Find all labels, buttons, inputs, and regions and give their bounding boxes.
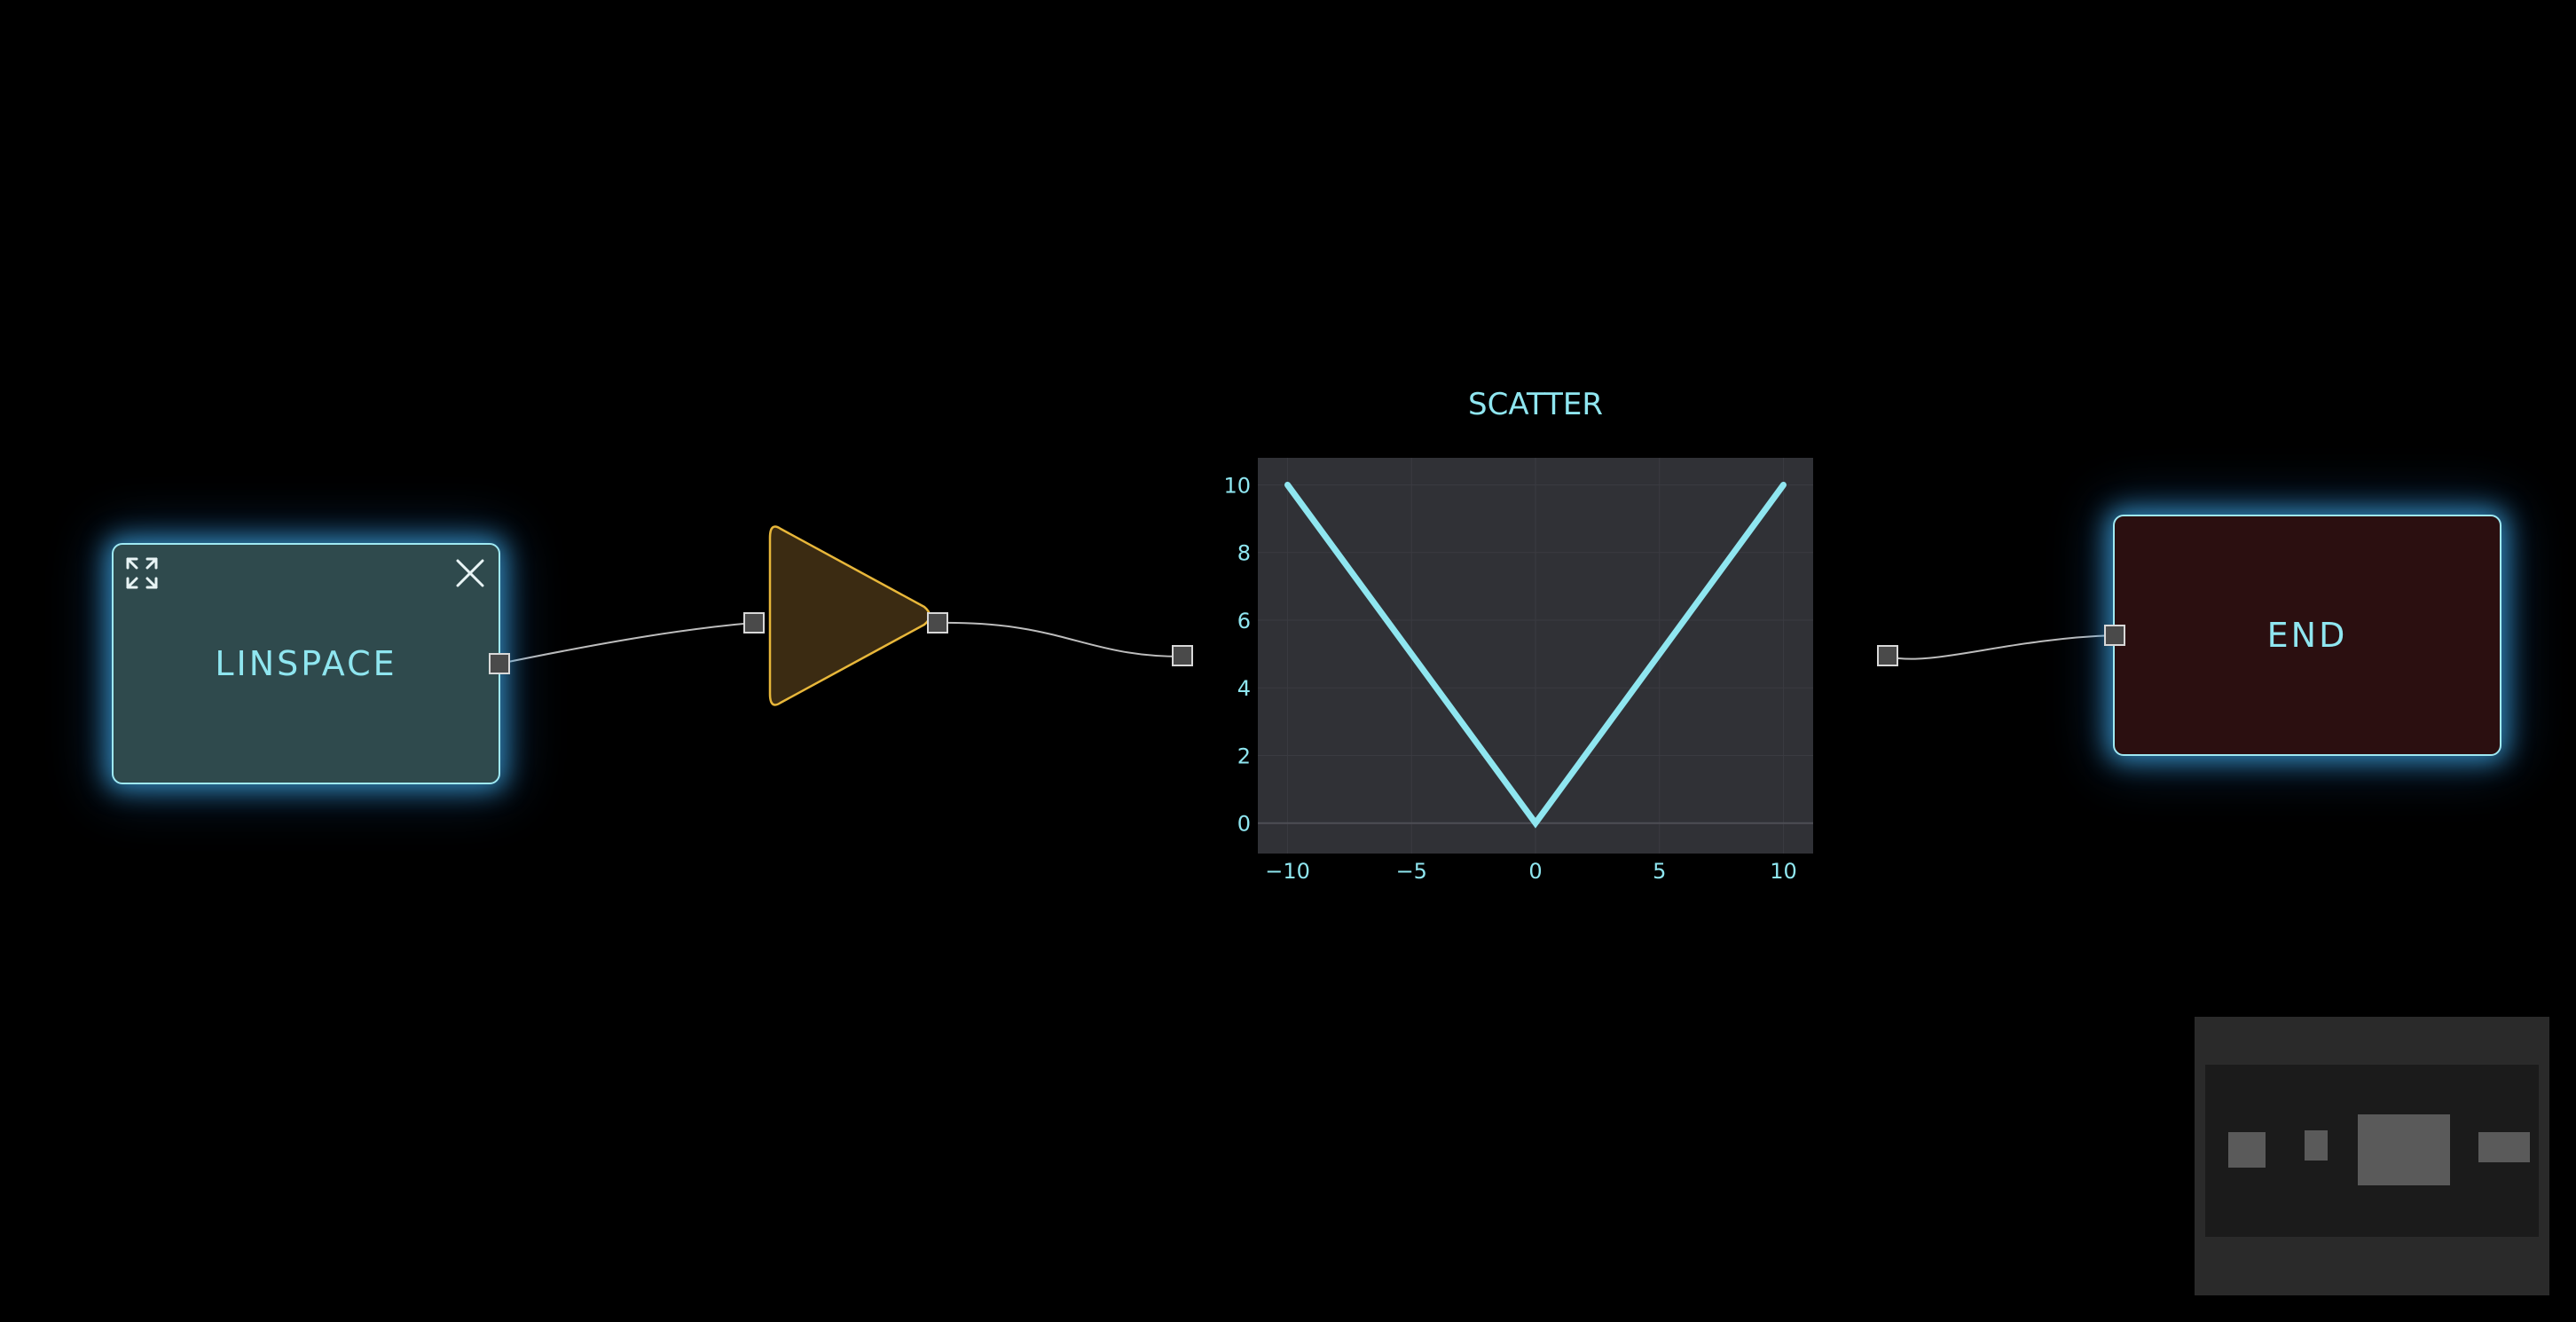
scatter-input-port[interactable] [1172, 645, 1193, 666]
close-icon[interactable] [452, 555, 488, 591]
linspace-node-label: LINSPACE [215, 644, 397, 683]
edge-conditional-to-scatter[interactable] [937, 621, 1183, 657]
series-line[interactable] [1284, 482, 1787, 829]
conditional-input-port[interactable] [743, 612, 765, 633]
end-node[interactable]: END [2113, 515, 2501, 756]
minimap-conditional-node [2305, 1130, 2328, 1161]
y-tick-label: 10 [1223, 473, 1251, 498]
minimap-end-node [2478, 1132, 2530, 1162]
x-tick-label: 5 [1653, 859, 1666, 884]
expand-icon[interactable] [124, 555, 160, 591]
x-tick-label: −10 [1265, 859, 1310, 884]
x-tick-label: 0 [1528, 859, 1542, 884]
end-input-port[interactable] [2104, 625, 2125, 646]
y-tick-label: 4 [1237, 676, 1251, 701]
x-tick-label: 10 [1770, 859, 1797, 884]
y-tick-label: 2 [1237, 744, 1251, 768]
conditional-node[interactable] [761, 522, 939, 710]
linspace-node[interactable]: LINSPACE [112, 543, 500, 784]
edge-linspace-to-conditional[interactable] [499, 622, 754, 665]
y-tick-label: 6 [1237, 609, 1251, 633]
conditional-output-port[interactable] [927, 612, 948, 633]
end-node-label: END [2266, 616, 2348, 655]
edge-scatter-to-end[interactable] [1887, 634, 2116, 660]
scatter-node-title: SCATTER [1468, 387, 1603, 422]
minimap-scatter-node [2358, 1114, 2450, 1185]
y-tick-label: 0 [1237, 812, 1251, 837]
y-tick-label: 8 [1237, 541, 1251, 566]
conditional-node-shape[interactable] [768, 525, 931, 706]
minimap[interactable] [2195, 1017, 2549, 1295]
scatter-node[interactable]: −10 −5 0 5 10 0 2 4 6 8 10 [1206, 444, 1827, 887]
scatter-output-port[interactable] [1877, 645, 1898, 666]
linspace-output-port[interactable] [489, 653, 510, 674]
minimap-viewport[interactable] [2205, 1065, 2539, 1237]
x-tick-label: −5 [1396, 859, 1427, 884]
minimap-linspace-node [2228, 1132, 2266, 1168]
